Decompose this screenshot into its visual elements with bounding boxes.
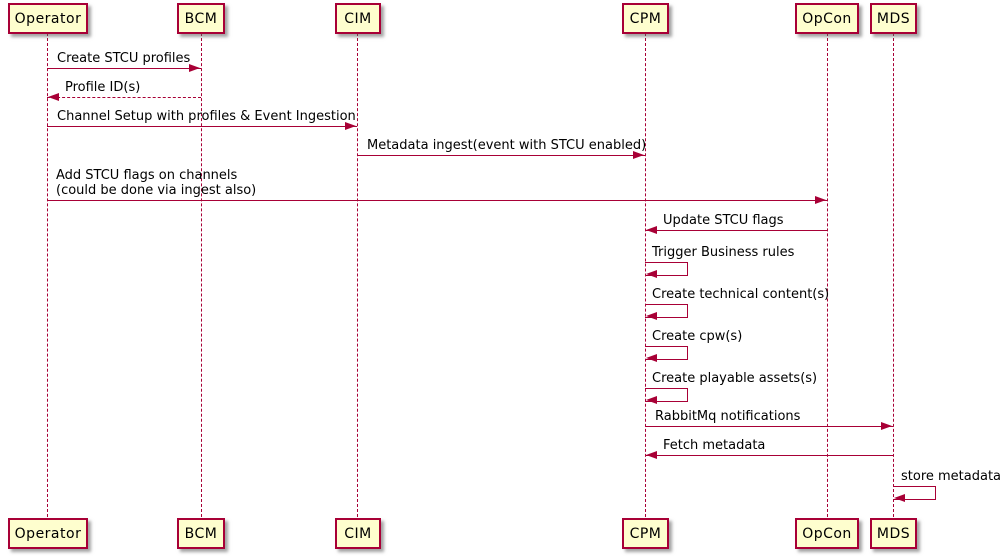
message-create-cpw-loop bbox=[645, 346, 688, 360]
arrowhead-right-icon bbox=[633, 151, 644, 159]
message-metadata-ingest-line bbox=[357, 155, 645, 156]
message-add-stcu-flags-label: Add STCU flags on channels (could be don… bbox=[56, 168, 256, 198]
participant-operator-bottom: Operator bbox=[8, 518, 88, 549]
lifeline-cim bbox=[357, 33, 358, 517]
message-trigger-business-rules-label: Trigger Business rules bbox=[652, 245, 795, 260]
message-create-stcu-profiles-line bbox=[47, 68, 201, 69]
participant-cim-bottom: CIM bbox=[335, 518, 381, 549]
lifeline-bcm bbox=[201, 33, 202, 517]
participant-bcm-top: BCM bbox=[177, 3, 225, 34]
message-update-stcu-flags-line bbox=[645, 230, 827, 231]
participant-mds-bottom: MDS bbox=[870, 518, 917, 549]
message-create-technical-content-loop bbox=[645, 304, 688, 318]
arrowhead-left-icon bbox=[646, 396, 657, 404]
lifeline-opcon bbox=[827, 33, 828, 517]
message-create-cpw-label: Create cpw(s) bbox=[652, 329, 743, 344]
message-store-metadata-loop bbox=[893, 486, 936, 500]
arrowhead-left-icon bbox=[48, 93, 59, 101]
message-profile-ids-line bbox=[47, 97, 201, 98]
participant-cim-top: CIM bbox=[335, 3, 381, 34]
message-rabbitmq-notifications-line bbox=[645, 426, 893, 427]
message-fetch-metadata-label: Fetch metadata bbox=[663, 438, 766, 453]
participant-cpm-bottom: CPM bbox=[622, 518, 669, 549]
message-channel-setup-line bbox=[47, 126, 357, 127]
arrowhead-left-icon bbox=[646, 226, 657, 234]
arrowhead-left-icon bbox=[646, 270, 657, 278]
message-update-stcu-flags-label: Update STCU flags bbox=[663, 213, 784, 228]
message-trigger-business-rules-loop bbox=[645, 262, 688, 276]
arrowhead-right-icon bbox=[815, 196, 826, 204]
message-create-technical-content-label: Create technical content(s) bbox=[652, 287, 830, 302]
message-fetch-metadata-line bbox=[645, 455, 893, 456]
arrowhead-right-icon bbox=[345, 122, 356, 130]
message-channel-setup-label: Channel Setup with profiles & Event Inge… bbox=[57, 109, 356, 124]
lifeline-operator bbox=[47, 33, 48, 517]
participant-cpm-top: CPM bbox=[622, 3, 669, 34]
message-create-playable-assets-label: Create playable assets(s) bbox=[652, 371, 818, 386]
message-metadata-ingest-label: Metadata ingest(event with STCU enabled) bbox=[367, 138, 647, 153]
participant-opcon-top: OpCon bbox=[795, 3, 859, 34]
message-add-stcu-flags-label-line2: (could be done via ingest also) bbox=[56, 183, 257, 198]
message-create-playable-assets-loop bbox=[645, 388, 688, 402]
participant-operator-top: Operator bbox=[8, 3, 88, 34]
arrowhead-left-icon bbox=[894, 494, 905, 502]
arrowhead-right-icon bbox=[881, 422, 892, 430]
message-profile-ids-label: Profile ID(s) bbox=[65, 80, 141, 95]
arrowhead-left-icon bbox=[646, 451, 657, 459]
participant-opcon-bottom: OpCon bbox=[795, 518, 859, 549]
message-store-metadata-label: store metadata bbox=[901, 469, 1002, 484]
message-add-stcu-flags-label-line1: Add STCU flags on channels bbox=[56, 168, 238, 183]
message-rabbitmq-notifications-label: RabbitMq notifications bbox=[655, 409, 801, 424]
participant-mds-top: MDS bbox=[870, 3, 917, 34]
message-add-stcu-flags-line bbox=[47, 200, 827, 201]
arrowhead-right-icon bbox=[189, 64, 200, 72]
lifeline-mds bbox=[893, 33, 894, 517]
arrowhead-left-icon bbox=[646, 312, 657, 320]
participant-bcm-bottom: BCM bbox=[177, 518, 225, 549]
arrowhead-left-icon bbox=[646, 354, 657, 362]
message-create-stcu-profiles-label: Create STCU profiles bbox=[57, 51, 191, 66]
